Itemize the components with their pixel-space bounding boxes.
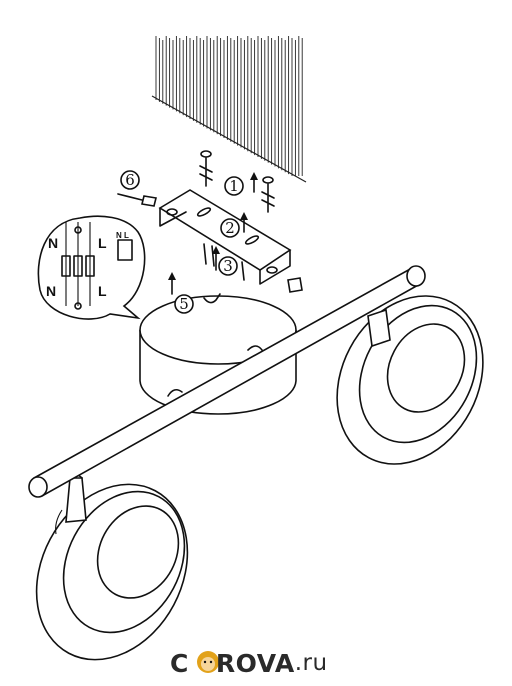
step-1-label: 1 <box>229 177 239 195</box>
step-6-callout: 6 <box>120 170 140 190</box>
ceiling-canopy <box>139 293 297 415</box>
brand-prefix: C <box>170 648 189 678</box>
step-3-label: 3 <box>223 257 233 275</box>
lamp-head-right <box>336 295 484 465</box>
side-screw-right <box>287 277 303 293</box>
step-2-callout: 2 <box>220 218 240 238</box>
brand-o-placeholder <box>190 651 215 676</box>
step-1-callout: 1 <box>224 176 244 196</box>
wire-label-l-bottom: L <box>98 283 107 299</box>
terminal-block-icon <box>117 239 133 261</box>
lamp-head-bottom <box>35 474 189 661</box>
wire-label-l-top: L <box>98 235 107 251</box>
wall-edge-line <box>151 95 307 183</box>
step-6-label: 6 <box>125 171 135 189</box>
step-2-label: 2 <box>225 219 235 237</box>
lamp-bar <box>28 265 426 498</box>
step-3-callout: 3 <box>218 256 238 276</box>
brand-logo: C ROVA .ru <box>170 648 328 678</box>
mascot-face-icon <box>197 651 219 673</box>
wire-label-n-top: N <box>48 235 58 251</box>
wall-plugs <box>199 150 275 213</box>
brand-suffix: .ru <box>294 650 328 676</box>
brand-middle: ROVA <box>215 648 295 678</box>
direction-arrows <box>168 172 258 295</box>
terminal-block-label: N L <box>116 231 129 240</box>
side-screw-left <box>117 193 157 207</box>
step-5-label: 5 <box>179 295 189 313</box>
wall-hatching <box>151 36 307 183</box>
wiring-detail-bubble: N L N L N L <box>37 215 146 320</box>
step-5-callout: 5 <box>174 294 194 314</box>
wire-label-n-bottom: N <box>46 283 56 299</box>
bracket-screws <box>203 243 245 281</box>
